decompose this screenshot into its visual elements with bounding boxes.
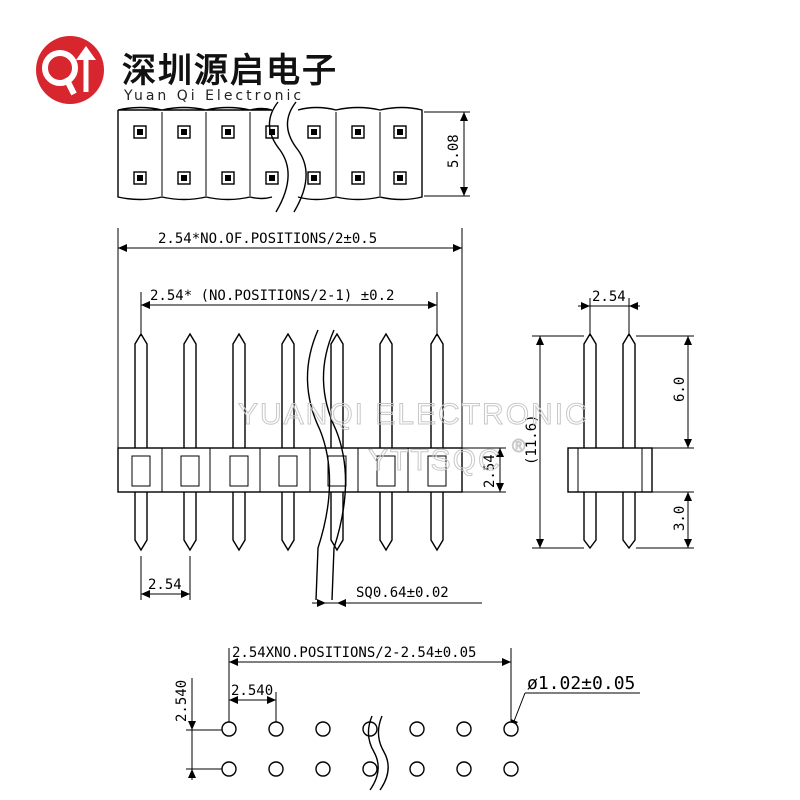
dim-pcb-col-pitch: 2.540 [231, 683, 273, 699]
top-pin-square [177, 125, 191, 139]
pin-lower [183, 492, 197, 552]
pin-upper [134, 332, 148, 448]
top-pin-core [225, 175, 231, 181]
top-pin-core [311, 129, 317, 135]
dim-pin-pitch: 2.54 [148, 577, 182, 593]
pin-body-cell [131, 455, 151, 487]
company-logo [36, 36, 104, 104]
watermark-line2: YTTSQC [368, 444, 502, 477]
brand-name-cn: 深圳源启电子 [122, 51, 338, 91]
top-pin-core [397, 175, 403, 181]
top-pin-core [311, 175, 317, 181]
dim-insulator-height: 2.54 [482, 454, 498, 488]
top-pin-square [351, 171, 365, 185]
pin-upper [330, 332, 344, 448]
top-pin-core [355, 129, 361, 135]
top-pin-square [133, 125, 147, 139]
dim-pcb-row-pitch: 2.540 [174, 680, 190, 722]
pcb-hole [362, 761, 378, 777]
pin-lower [430, 492, 444, 552]
top-pin-square [307, 125, 321, 139]
watermark: YUANQI ELECTRONIC YTTSQC ® [238, 398, 589, 478]
top-pin-core [181, 175, 187, 181]
pcb-hole [268, 721, 284, 737]
pin-upper [183, 332, 197, 448]
top-pin-core [269, 129, 275, 135]
pin-body-cell [327, 455, 347, 487]
pcb-hole [409, 721, 425, 737]
pcb-hole [221, 761, 237, 777]
watermark-line1: YUANQI ELECTRONIC [238, 398, 589, 431]
pcb-hole [503, 721, 519, 737]
top-pin-square [393, 125, 407, 139]
side-view: 2.54 (11.6) 6.0 3.0 [524, 289, 694, 550]
dim-upper-pin: 6.0 [672, 377, 688, 402]
top-pin-core [355, 175, 361, 181]
pin-body-cell [180, 455, 200, 487]
top-pin-square [177, 171, 191, 185]
watermark-mark: ® [512, 436, 527, 456]
dim-lower-pin: 3.0 [672, 506, 688, 531]
dim-overall-height: (11.6) [524, 414, 540, 465]
top-pin-square [393, 171, 407, 185]
pin-lower [134, 492, 148, 552]
pcb-hole [456, 761, 472, 777]
top-view: 5.08 [117, 101, 470, 213]
pin-upper [232, 332, 246, 448]
top-pin-square [221, 125, 235, 139]
top-pin-core [181, 129, 187, 135]
top-pin-core [269, 175, 275, 181]
pcb-hole [503, 761, 519, 777]
pcb-hole [456, 721, 472, 737]
top-pin-square [351, 125, 365, 139]
dim-side-pitch: 2.54 [592, 289, 626, 305]
dim-overall-length: 2.54*NO.OF.POSITIONS/2±0.5 [158, 231, 377, 247]
brand-name-en: Yuan Qi Electronic [123, 88, 304, 104]
pin-lower [379, 492, 393, 552]
top-pin-core [137, 129, 143, 135]
dim-top-pitch: 5.08 [446, 134, 462, 168]
pin-upper [379, 332, 393, 448]
pcb-hole [409, 761, 425, 777]
pcb-hole [221, 721, 237, 737]
pin-body-cell [278, 455, 298, 487]
top-pin-square [265, 125, 279, 139]
pin-body-cell [229, 455, 249, 487]
dim-pin-span: 2.54* (NO.POSITIONS/2-1) ±0.2 [150, 288, 394, 304]
pcb-hole [315, 761, 331, 777]
top-pin-square [265, 171, 279, 185]
top-pin-square [307, 171, 321, 185]
pcb-layout: 2.54XNO.POSITIONS/2-2.54±0.05 2.540 2.54… [174, 645, 640, 791]
top-pin-core [137, 175, 143, 181]
top-pin-square [133, 171, 147, 185]
pcb-hole [268, 761, 284, 777]
pin-upper [281, 332, 295, 448]
pin-body-cell [427, 455, 447, 487]
dim-pin-square: SQ0.64±0.02 [356, 585, 449, 601]
pin-upper [430, 332, 444, 448]
pcb-hole [315, 721, 331, 737]
pin-lower [281, 492, 295, 552]
dim-pcb-span: 2.54XNO.POSITIONS/2-2.54±0.05 [232, 645, 476, 661]
pin-lower [330, 492, 344, 552]
pin-body-cell [376, 455, 396, 487]
front-view: 2.54*NO.OF.POSITIONS/2±0.5 2.54* (NO.POS… [117, 228, 506, 607]
dim-hole-diameter: ø1.02±0.05 [527, 673, 635, 694]
top-pin-core [397, 129, 403, 135]
pin-lower [232, 492, 246, 552]
top-pin-square [221, 171, 235, 185]
top-pin-core [225, 129, 231, 135]
